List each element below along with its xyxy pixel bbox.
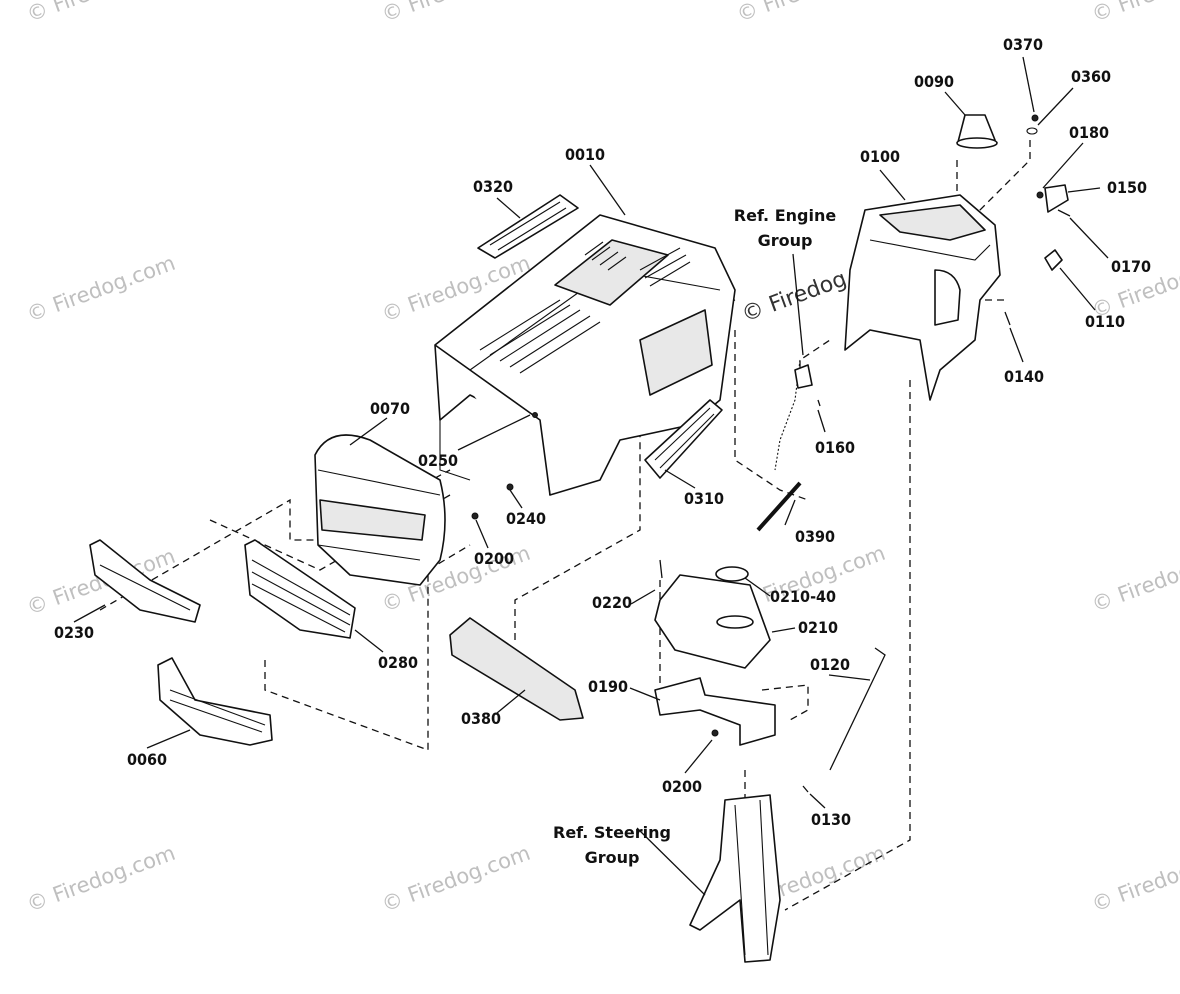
label-0280: 0280 bbox=[378, 653, 418, 672]
label-0170: 0170 bbox=[1111, 257, 1151, 276]
part-rod-0120 bbox=[829, 647, 886, 771]
label-0120: 0120 bbox=[810, 655, 850, 674]
part-insert-0310 bbox=[644, 399, 723, 479]
fastener-0200a bbox=[471, 512, 479, 520]
part-lower-bumper-0060 bbox=[157, 657, 273, 746]
label-0070: 0070 bbox=[370, 399, 410, 418]
screw-0140 bbox=[1004, 311, 1011, 326]
nut-0200b bbox=[711, 729, 719, 737]
part-bracket-0190 bbox=[654, 677, 776, 746]
watermark: © Firedog.com bbox=[1089, 541, 1180, 617]
part-strip-0390 bbox=[756, 481, 802, 532]
watermark: © Firedog.com bbox=[24, 0, 179, 27]
label-0210: 0210 bbox=[798, 618, 838, 637]
label-ref-steering-line1: Ref. Steering bbox=[553, 823, 671, 842]
part-cap-0090 bbox=[956, 114, 998, 149]
watermark: © Firedog.com bbox=[379, 841, 534, 917]
label-0200b: 0200 bbox=[662, 777, 702, 796]
watermark: © Firedog.com bbox=[24, 841, 179, 917]
fastener-0240 bbox=[506, 483, 514, 491]
part-lens-0230 bbox=[89, 539, 201, 623]
label-0060: 0060 bbox=[127, 750, 167, 769]
steering-support bbox=[689, 794, 781, 963]
callout-labels: 0010 0320 0070 0250 0240 0200 0310 0390 … bbox=[54, 35, 1151, 867]
label-0110: 0110 bbox=[1085, 312, 1125, 331]
label-0200a: 0200 bbox=[474, 549, 514, 568]
label-0010: 0010 bbox=[565, 145, 605, 164]
label-0240: 0240 bbox=[506, 509, 546, 528]
part-baffle-0380 bbox=[449, 617, 584, 721]
label-0090: 0090 bbox=[914, 72, 954, 91]
part-grille-0280 bbox=[244, 539, 356, 639]
engine-cable bbox=[774, 359, 813, 471]
part-hood-0010 bbox=[434, 214, 736, 496]
label-0150: 0150 bbox=[1107, 178, 1147, 197]
screw-0370 bbox=[1031, 114, 1039, 122]
label-0190: 0190 bbox=[588, 677, 628, 696]
label-0100: 0100 bbox=[860, 147, 900, 166]
label-0210-40: 0210-40 bbox=[770, 587, 836, 606]
label-0310: 0310 bbox=[684, 489, 724, 508]
label-0180: 0180 bbox=[1069, 123, 1109, 142]
watermark: © Firedog.com bbox=[1089, 841, 1180, 917]
screw-0170 bbox=[1057, 209, 1071, 217]
label-0130: 0130 bbox=[811, 810, 851, 829]
label-0390: 0390 bbox=[795, 527, 835, 546]
label-0370: 0370 bbox=[1003, 35, 1043, 54]
label-0250: 0250 bbox=[418, 451, 458, 470]
washer-0360 bbox=[1026, 127, 1038, 135]
clip-0130 bbox=[802, 785, 809, 793]
label-ref-steering-line2: Group bbox=[585, 848, 640, 867]
knob-0110 bbox=[1044, 249, 1063, 271]
clip-0160 bbox=[817, 399, 821, 407]
leader-lines bbox=[73, 56, 1109, 896]
label-0380: 0380 bbox=[461, 709, 501, 728]
watermark: © Firedog.com bbox=[734, 0, 889, 27]
label-0140: 0140 bbox=[1004, 367, 1044, 386]
label-0160: 0160 bbox=[815, 438, 855, 457]
watermark: © Firedog.com bbox=[24, 251, 179, 327]
label-0230: 0230 bbox=[54, 623, 94, 642]
label-0360: 0360 bbox=[1071, 67, 1111, 86]
watermark: © Firedog.com bbox=[1089, 0, 1180, 27]
label-0320: 0320 bbox=[473, 177, 513, 196]
nut-0180 bbox=[1036, 191, 1044, 199]
part-fuel-tank-0210 bbox=[654, 566, 771, 669]
switch-0150 bbox=[1044, 184, 1069, 213]
cap-0210-40 bbox=[715, 566, 749, 582]
small-hardware bbox=[471, 114, 1071, 793]
part-insert-0320 bbox=[477, 194, 579, 259]
label-0220: 0220 bbox=[592, 593, 632, 612]
clip-0250 bbox=[532, 412, 538, 418]
bolt-0220 bbox=[659, 559, 663, 579]
watermark: © Firedog.com bbox=[379, 0, 534, 27]
label-ref-engine-line1: Ref. Engine bbox=[734, 206, 837, 225]
part-bumper-0070 bbox=[314, 434, 446, 586]
label-ref-engine-line2: Group bbox=[758, 231, 813, 250]
part-dash-0100 bbox=[844, 194, 1001, 401]
